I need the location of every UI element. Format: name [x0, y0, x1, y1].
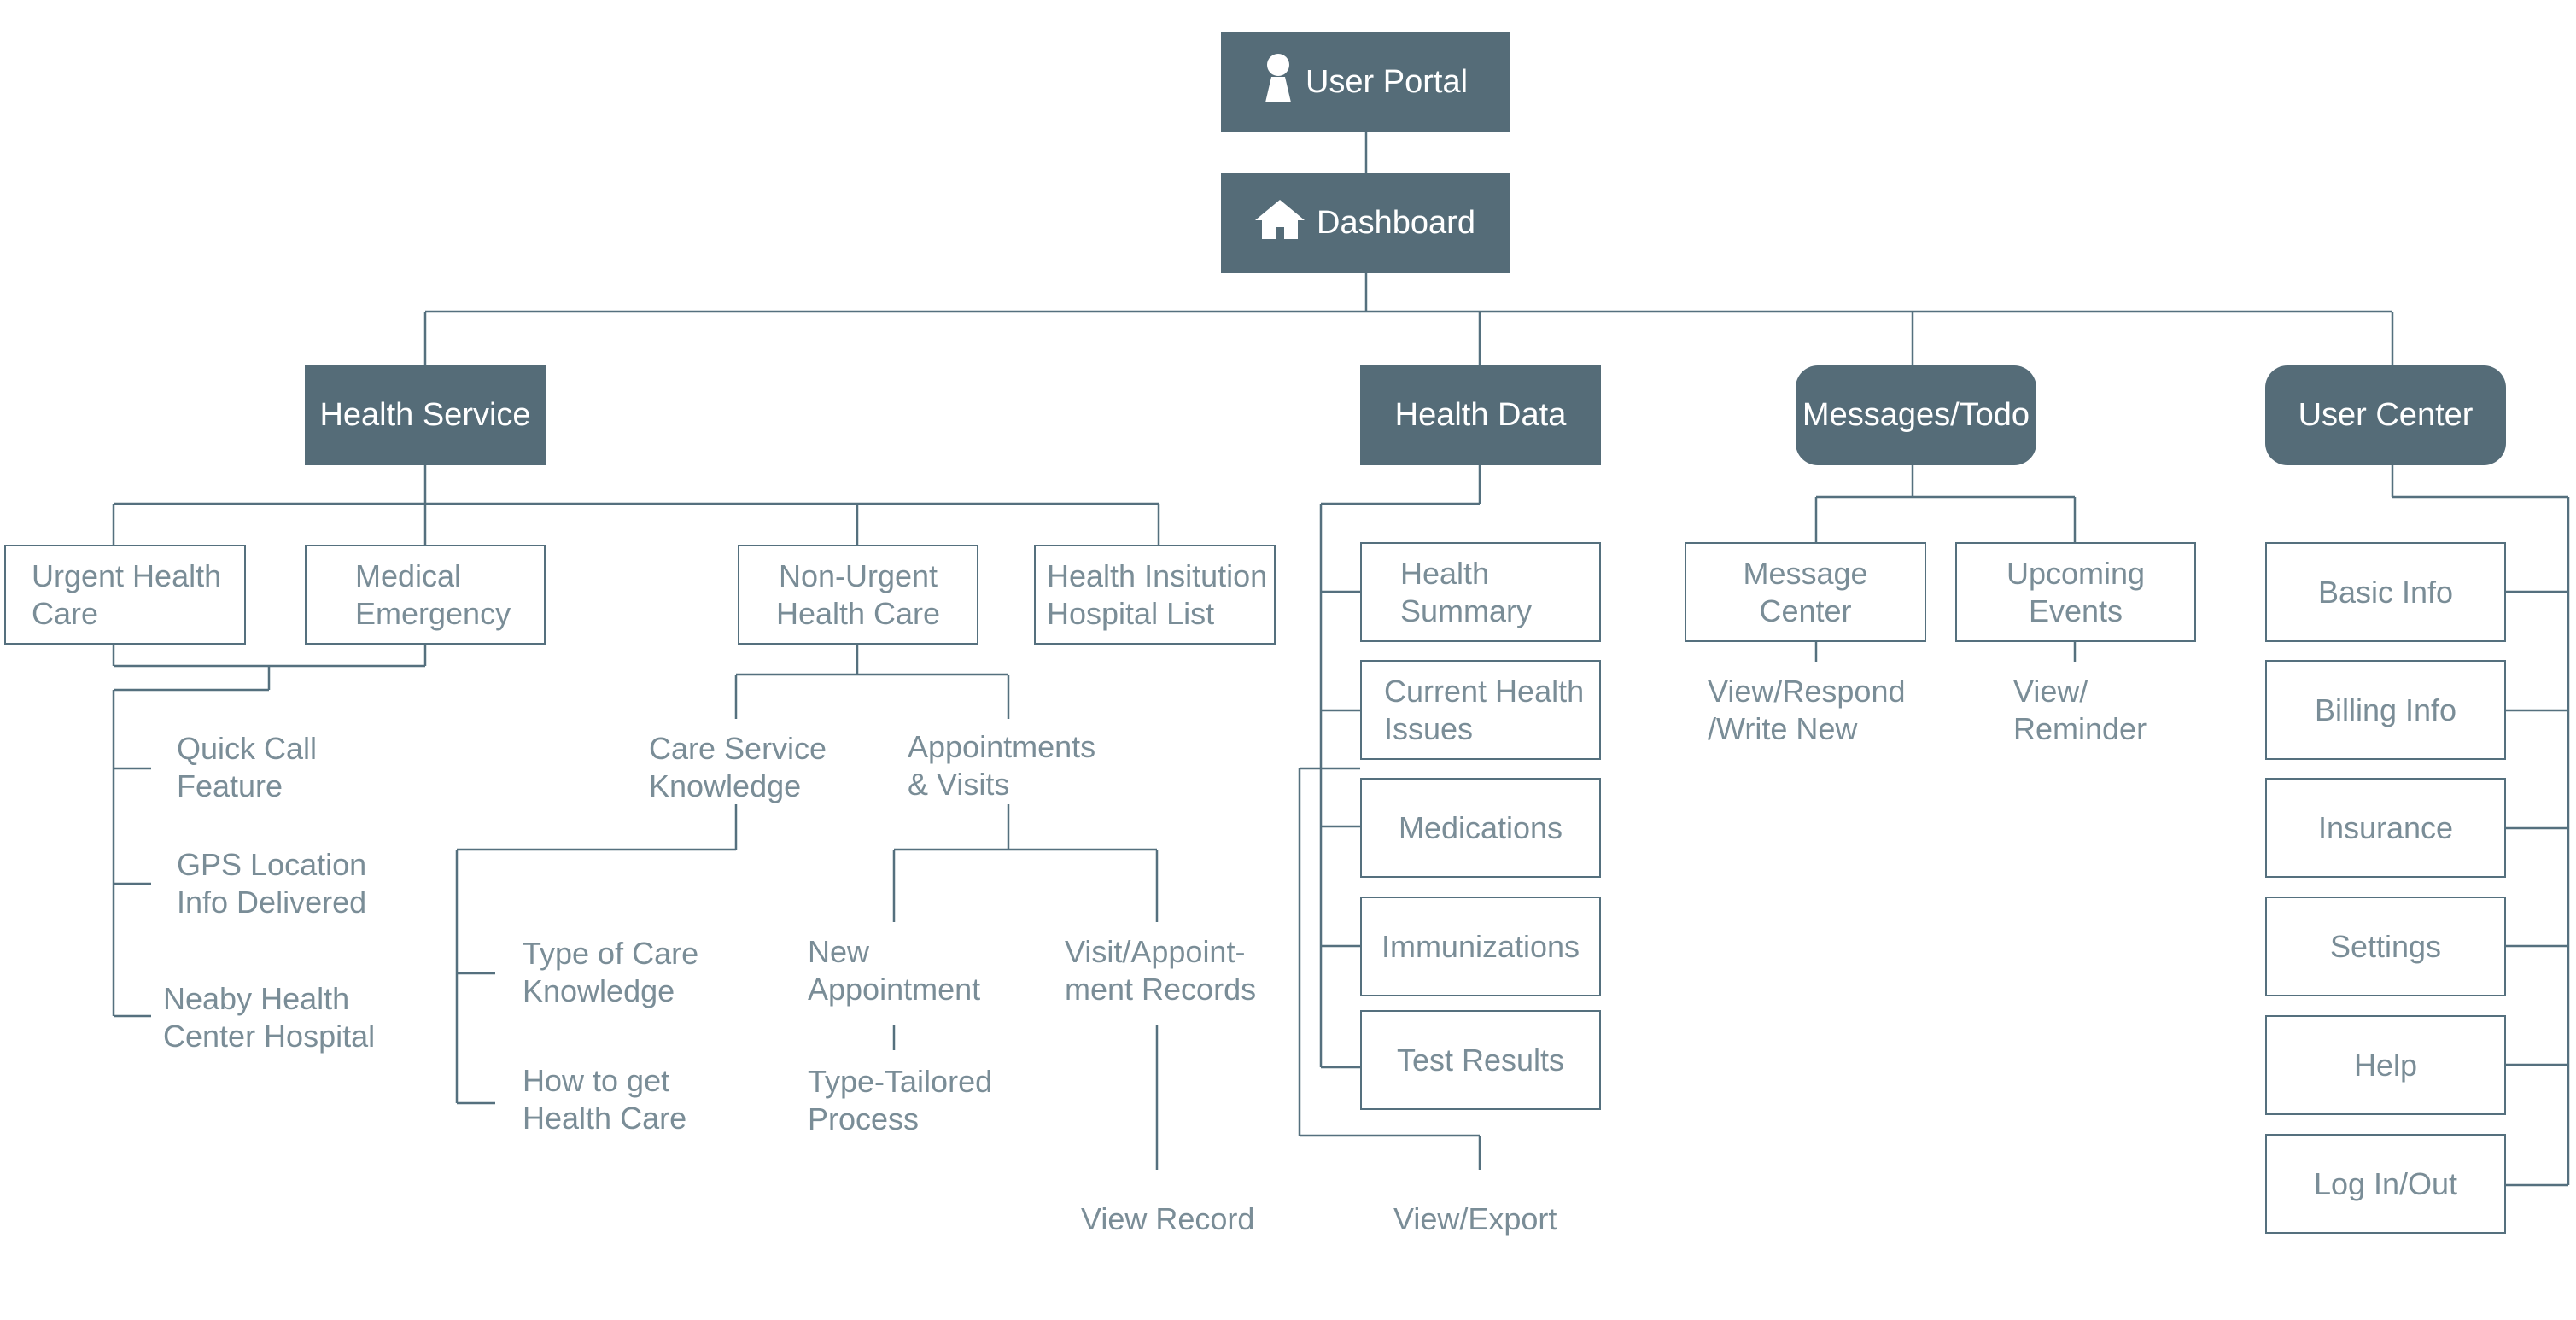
type-tailored-label: Type-Tailored Process: [808, 1064, 993, 1136]
dashboard-label: Dashboard: [1317, 205, 1475, 241]
user-center-node[interactable]: User Center: [2265, 365, 2506, 465]
appointments-visits-label: Appointments & Visits: [908, 729, 1096, 802]
visit-records-label: Visit/Appoint- ment Records: [1065, 934, 1257, 1007]
upcoming-events-node[interactable]: Upcoming Events: [1955, 542, 2196, 642]
medications-node[interactable]: Medications: [1360, 778, 1601, 878]
nearby-hospital-label: Neaby Health Center Hospital: [163, 981, 376, 1054]
dashboard-node[interactable]: Dashboard: [1221, 173, 1510, 273]
health-summary-node[interactable]: Health Summary: [1360, 542, 1601, 642]
urgent-health-care-node[interactable]: Urgent Health Care: [4, 545, 246, 645]
view-record-label: View Record: [1081, 1201, 1255, 1236]
basic-info-node[interactable]: Basic Info: [2265, 542, 2506, 642]
settings-node[interactable]: Settings: [2265, 897, 2506, 996]
home-icon: [1255, 199, 1306, 248]
hospital-list-node[interactable]: Health Insitution Hospital List: [1034, 545, 1276, 645]
messages-todo-node[interactable]: Messages/Todo: [1796, 365, 2036, 465]
user-portal-label: User Portal: [1305, 63, 1469, 100]
gps-location-label: GPS Location Info Delivered: [177, 847, 367, 920]
view-reminder-label: View/ Reminder: [2013, 674, 2147, 746]
care-service-knowledge-label: Care Service Knowledge: [649, 731, 827, 803]
view-respond-label: View/Respond /Write New: [1708, 674, 1906, 746]
help-node[interactable]: Help: [2265, 1015, 2506, 1115]
login-logout-node[interactable]: Log In/Out: [2265, 1134, 2506, 1234]
non-urgent-health-care-node[interactable]: Non-Urgent Health Care: [738, 545, 978, 645]
type-of-care-label: Type of Care Knowledge: [523, 936, 699, 1008]
new-appointment-label: New Appointment: [808, 934, 981, 1007]
medical-emergency-node[interactable]: Medical Emergency: [305, 545, 546, 645]
billing-info-node[interactable]: Billing Info: [2265, 660, 2506, 760]
current-health-issues-node[interactable]: Current Health Issues: [1360, 660, 1601, 760]
immunizations-node[interactable]: Immunizations: [1360, 897, 1601, 996]
quick-call-label: Quick Call Feature: [177, 731, 318, 803]
insurance-node[interactable]: Insurance: [2265, 778, 2506, 878]
health-service-node[interactable]: Health Service: [305, 365, 546, 465]
user-portal-node[interactable]: User Portal: [1221, 32, 1510, 132]
user-icon: [1263, 53, 1294, 111]
health-data-node[interactable]: Health Data: [1360, 365, 1601, 465]
test-results-node[interactable]: Test Results: [1360, 1010, 1601, 1110]
how-to-get-care-label: How to get Health Care: [523, 1063, 687, 1136]
message-center-node[interactable]: Message Center: [1685, 542, 1926, 642]
view-export-label: View/Export: [1393, 1201, 1557, 1236]
